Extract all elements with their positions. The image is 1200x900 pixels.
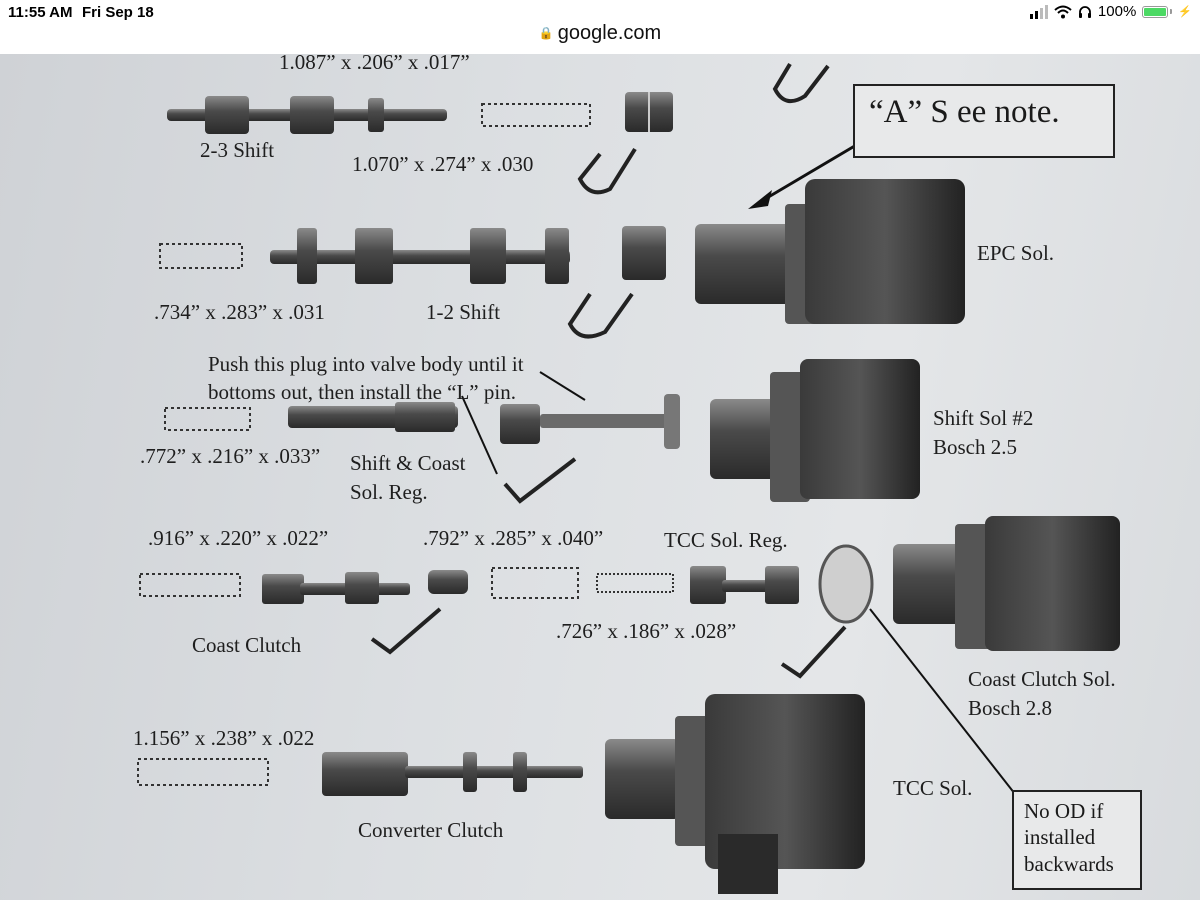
spring-2-icon: [159, 243, 243, 269]
label-bosch-2-8: Bosch 2.8: [968, 696, 1052, 720]
coast-clutch-sol: [893, 516, 1120, 651]
label-sol-reg: Sol. Reg.: [350, 480, 428, 504]
spring-3-icon: [164, 407, 251, 431]
note-a-box: “A” S ee note.: [853, 84, 1115, 158]
label-spring-5: .916” x .220” x .022”: [148, 526, 329, 550]
spring-4-icon: [139, 573, 241, 597]
spring-7-icon: [137, 758, 269, 786]
push-note-line-1: Push this plug into valve body until it: [208, 352, 524, 376]
address-bar[interactable]: 🔒google.com: [0, 22, 1200, 52]
note-od-line-3: backwards: [1024, 851, 1114, 876]
retaining-clip-icon-5: [780, 625, 847, 679]
shift-sol-2: [710, 359, 920, 502]
address-domain: google.com: [557, 22, 662, 44]
note-a-arrow: [759, 142, 859, 204]
retaining-clip-icon: [577, 147, 637, 195]
plug-icon: [625, 92, 673, 132]
spring-6-icon: [596, 573, 674, 593]
battery-icon: [1142, 5, 1173, 18]
tcc-sol-reg-valve: [690, 566, 799, 604]
spring-1-icon: [481, 103, 591, 127]
tcc-sol: [605, 694, 865, 894]
note-od-line-1: No OD if: [1024, 799, 1104, 823]
check-ball-plug-icon: [818, 544, 874, 624]
retaining-clip-icon-3: [567, 292, 634, 339]
l-pin-icon: [503, 457, 577, 504]
label-converter-clutch: Converter Clutch: [358, 818, 504, 842]
label-spring-4: .772” x .216” x .033”: [140, 444, 321, 468]
small-plug-icon: [428, 570, 468, 594]
l-pin-plug: [500, 394, 680, 449]
label-epc-sol: EPC Sol.: [977, 241, 1055, 265]
charging-bolt-icon: ⚡: [1178, 6, 1192, 18]
valve-2-3-shift: [167, 96, 447, 134]
pointer-line-2: [461, 395, 498, 475]
status-date: Fri Sep 18: [82, 4, 154, 21]
label-spring-8: 1.156” x .238” x .022: [133, 726, 315, 750]
retaining-clip-icon-4: [370, 607, 442, 655]
transmission-valve-diagram: [137, 62, 1120, 894]
label-spring-6: .792” x .285” x .040”: [423, 526, 604, 550]
label-tcc-sol: TCC Sol.: [893, 776, 973, 800]
label-1-2-shift: 1-2 Shift: [426, 300, 501, 324]
label-spring-2: 1.070” x .274” x .030: [352, 152, 534, 176]
label-spring-7: .726” x .186” x .028”: [556, 619, 737, 643]
epc-solenoid: [695, 179, 965, 324]
note-od-pointer: [869, 608, 1016, 795]
label-tcc-sol-reg: TCC Sol. Reg.: [664, 528, 788, 552]
push-note-line-2: bottoms out, then install the “L” pin.: [208, 380, 516, 404]
label-shift-coast: Shift & Coast: [350, 451, 466, 475]
arrowhead-icon: [748, 190, 772, 209]
plug-2-icon: [622, 226, 666, 280]
label-bosch-2-5: Bosch 2.5: [933, 435, 1017, 459]
status-time: 11:55 AM: [8, 4, 73, 21]
battery-percent: 100%: [1097, 3, 1137, 20]
valve-1-2-shift: [270, 228, 570, 284]
converter-clutch-valve: [322, 752, 583, 796]
page-content: 1.087” x .206” x .017” 2-3 Shift 1.070” …: [0, 54, 1200, 900]
coast-clutch-valve: [262, 572, 410, 604]
status-bar: 11:55 AM Fri Sep 18 100% ⚡: [0, 0, 1200, 26]
label-spring-3: .734” x .283” x .031: [154, 300, 325, 324]
label-spring-1: 1.087” x .206” x .017”: [279, 54, 470, 74]
pointer-line: [539, 371, 586, 401]
spring-5-icon: [491, 567, 579, 599]
lock-icon: 🔒: [538, 26, 554, 40]
retaining-clip-icon-2: [772, 62, 830, 104]
label-shift-sol-2: Shift Sol #2: [933, 406, 1034, 430]
label-coast-clutch-sol: Coast Clutch Sol.: [968, 667, 1116, 691]
label-2-3-shift: 2-3 Shift: [200, 138, 275, 162]
wifi-icon: [1054, 5, 1072, 18]
note-od-box: No OD if installed backwards: [1012, 790, 1142, 890]
label-coast-clutch: Coast Clutch: [192, 633, 302, 657]
headphones-icon: [1078, 5, 1091, 18]
note-od-line-2: installed: [1024, 825, 1096, 850]
cellular-signal-icon: [1029, 4, 1048, 19]
status-indicators: 100% ⚡: [1029, 3, 1192, 20]
shift-coast-sol-reg-valve: [288, 402, 458, 432]
